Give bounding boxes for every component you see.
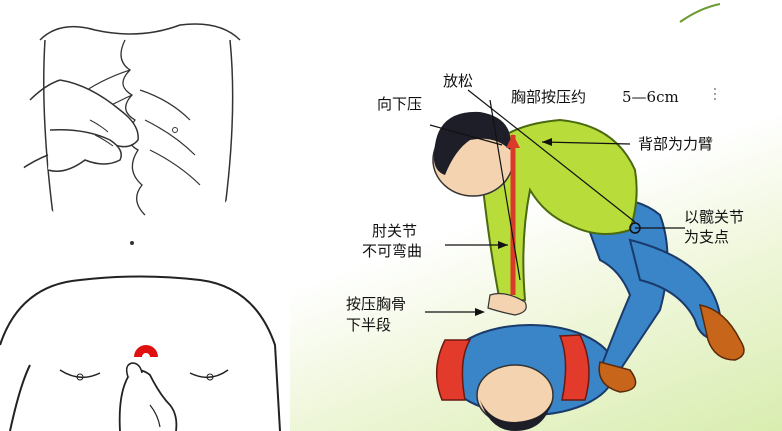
- compression-point-marker: [134, 345, 158, 357]
- label-chest-compression: 胸部按压约: [511, 88, 587, 106]
- label-elbow-line2: 不可弯曲: [362, 242, 423, 260]
- label-elbow-line1: 肘关节: [372, 222, 418, 240]
- leaf-decoration: [679, 3, 721, 23]
- label-press-down: 向下压: [377, 95, 423, 113]
- sternum-point-illustration: [0, 265, 290, 431]
- label-depth: 5—6cm: [622, 88, 679, 106]
- label-sternum-line1: 按压胸骨: [346, 295, 407, 313]
- label-sternum-line2: 下半段: [346, 316, 392, 334]
- label-relax: 放松: [443, 72, 474, 90]
- hand-position-illustration: [10, 0, 260, 248]
- label-hip-pivot-line1: 以髋关节: [684, 208, 745, 226]
- cpr-posture-illustration: [425, 88, 745, 431]
- label-back-lever: 背部为力臂: [638, 135, 714, 153]
- label-hip-pivot-line2: 为支点: [684, 228, 730, 246]
